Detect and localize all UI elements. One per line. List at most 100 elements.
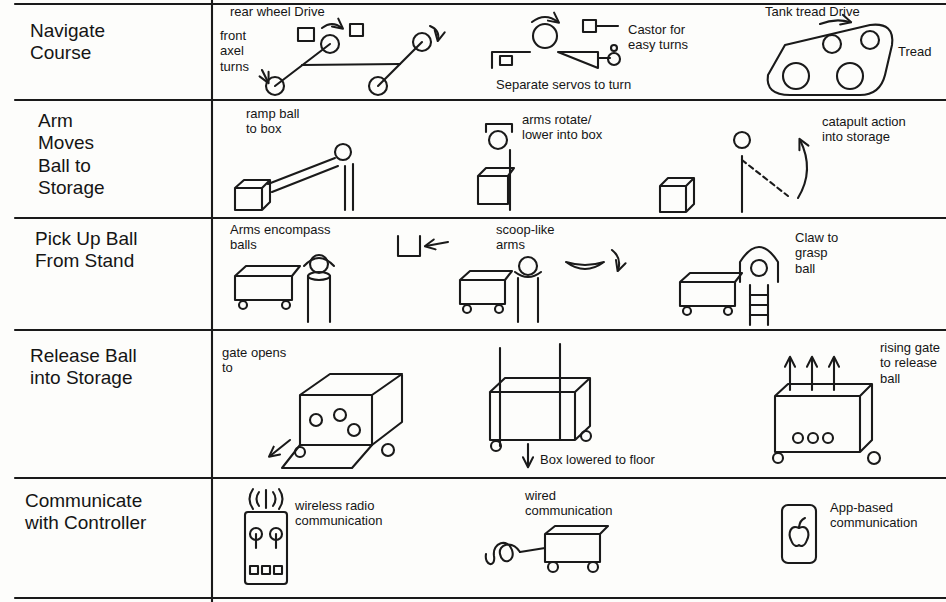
radio-controller-sketch [262, 566, 270, 574]
rear-wheel-drive-sketch [262, 24, 438, 95]
gate-box-sketch [270, 374, 402, 468]
rear-wheel-drive-sketch [262, 70, 268, 82]
rear-wheel-drive-sketch [321, 35, 339, 53]
scoop-arm-sketch [460, 250, 619, 322]
tank-tread-sketch [823, 35, 841, 53]
sketch-note: App-based communication [830, 500, 940, 531]
rising-gate-sketch [833, 358, 835, 390]
sketch-note: front axel turns [220, 28, 264, 74]
scoop-arm-sketch [515, 272, 541, 277]
radio-controller-sketch [245, 512, 287, 584]
encompass-arm-sketch [329, 276, 331, 322]
catapult-sketch [660, 178, 694, 212]
row-heading: Arm Moves Ball to Storage [38, 110, 130, 200]
rotating-arm-sketch [478, 124, 514, 210]
servo-steer-sketch [608, 53, 620, 65]
row-heading: Pick Up Ball From Stand [35, 228, 145, 273]
wired-controller-sketch [588, 562, 598, 572]
scoop-arm-sketch [460, 271, 512, 304]
servo-steer-sketch [492, 17, 620, 68]
servo-steer-sketch [492, 52, 598, 68]
claw-sketch [683, 307, 691, 315]
sketch-note: Tank tread Drive [765, 4, 860, 19]
sketch-note: rising gate to release ball [880, 340, 940, 386]
table-grid [15, 329, 946, 331]
row-heading: Release Ball into Storage [30, 345, 140, 390]
radio-controller-sketch [275, 534, 277, 548]
rear-wheel-drive-sketch [302, 64, 400, 65]
servo-steer-sketch [533, 24, 557, 48]
wired-controller-sketch [486, 543, 520, 564]
scoop-arm-sketch [463, 305, 471, 313]
sketch-note: Arms encompass balls [230, 222, 350, 253]
table-grid [15, 477, 946, 479]
table-grid [211, 0, 213, 602]
scoop-arm-sketch [519, 257, 537, 275]
rotating-arm-sketch [486, 124, 512, 132]
table-grid [15, 217, 946, 219]
row-heading: Communicate with Controller [25, 490, 175, 535]
rear-wheel-drive-sketch [350, 24, 363, 36]
sketch-note: gate opens to [222, 345, 294, 376]
tank-tread-sketch [820, 20, 850, 24]
tank-tread-sketch [837, 63, 863, 89]
gate-box-sketch [300, 374, 402, 445]
radio-controller-sketch [255, 534, 257, 548]
rotating-arm-sketch [489, 131, 507, 149]
lowering-box-sketch [527, 444, 529, 466]
servo-steer-sketch [611, 45, 617, 51]
tank-tread-sketch [783, 63, 809, 89]
catapult-sketch [734, 132, 750, 148]
gate-box-sketch [295, 447, 305, 457]
gate-box-sketch [310, 414, 322, 426]
claw-sketch [680, 247, 778, 325]
phone-app-sketch [790, 527, 809, 546]
sketch-note: wireless radio communication [295, 498, 405, 529]
tank-tread-sketch [861, 31, 879, 49]
phone-app-sketch [782, 505, 816, 563]
radio-controller-sketch [250, 566, 258, 574]
sketch-note: Box lowered to floor [540, 452, 655, 467]
claw-sketch [750, 294, 768, 296]
radio-controller-sketch [274, 566, 282, 574]
lowering-box-sketch [491, 441, 501, 451]
radio-controller-sketch [265, 490, 267, 508]
encompass-arm-sketch [239, 301, 247, 309]
sketch-note: catapult action into storage [822, 114, 922, 145]
sketch-note: Castor for easy turns [628, 22, 692, 53]
rear-wheel-drive-sketch [430, 26, 438, 40]
ramp-sketch [352, 164, 354, 210]
rising-gate-sketch [773, 453, 783, 463]
wired-controller-sketch [545, 526, 608, 562]
sketch-note: Separate servos to turn [496, 77, 631, 92]
encompass-arm-sketch [282, 301, 290, 309]
table-grid [15, 99, 946, 101]
servo-steer-sketch [532, 17, 558, 22]
encompass-arm-sketch [235, 236, 448, 322]
rising-gate-sketch [793, 433, 803, 443]
wired-controller-sketch [520, 548, 545, 552]
encompass-arm-sketch [398, 236, 420, 256]
sketch-note: scoop-like arms [496, 222, 576, 253]
wired-controller-sketch [548, 562, 558, 572]
rising-gate-sketch [808, 433, 818, 443]
servo-steer-sketch [583, 20, 596, 32]
encompass-arm-sketch [304, 258, 334, 266]
scoop-arm-sketch [566, 262, 604, 269]
scoop-arm-sketch [537, 278, 539, 322]
encompass-arm-sketch [426, 242, 448, 246]
rising-gate-sketch [823, 433, 833, 443]
gate-box-sketch [334, 409, 346, 421]
table-grid [15, 0, 946, 602]
rear-wheel-drive-sketch [266, 77, 284, 95]
scoop-arm-sketch [495, 305, 503, 313]
encompass-arm-sketch [307, 276, 309, 322]
lowering-box-sketch [499, 348, 501, 446]
rotating-arm-sketch [478, 168, 514, 204]
sketch-note: wired communication [525, 488, 635, 519]
rising-gate-sketch [811, 358, 813, 390]
wired-controller-sketch [486, 526, 608, 572]
claw-sketch [750, 304, 768, 306]
ramp-sketch [235, 144, 353, 210]
gate-box-sketch [382, 444, 394, 456]
